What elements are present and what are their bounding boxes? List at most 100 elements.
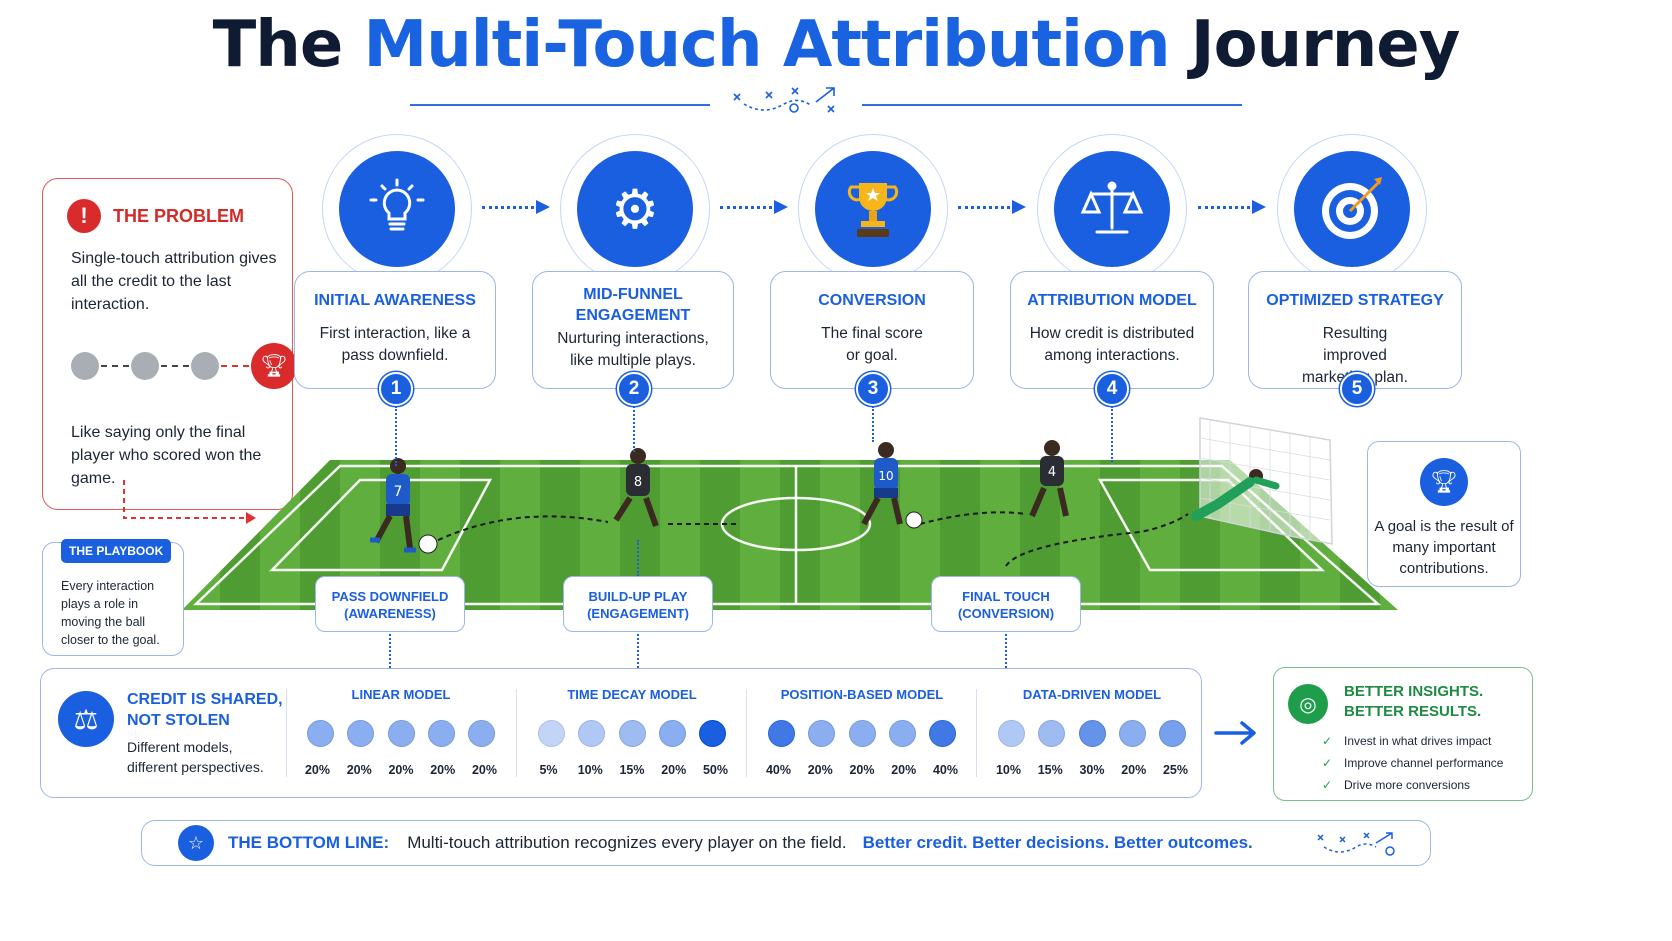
touchpoint-dot	[71, 352, 99, 380]
model-pct: 40%	[765, 763, 792, 777]
stage-description: Resulting improved marketing plan.	[1302, 325, 1408, 386]
model-pct: 20%	[891, 763, 917, 777]
stage-1-icon-badge	[322, 134, 472, 284]
title-rule-left	[410, 104, 710, 106]
model-pct: 20%	[388, 763, 414, 777]
player-number: 8	[634, 475, 642, 490]
credit-circle	[1159, 720, 1186, 747]
model-pct: 20%	[430, 763, 456, 777]
stage-description: How credit is distributed among interact…	[1029, 325, 1195, 364]
model-data-driven: DATA-DRIVEN MODEL 10% 15% 30% 20% 25%	[986, 687, 1198, 777]
player-number: 7	[394, 484, 403, 500]
playbook-panel: THE PLAYBOOK Every interaction plays a r…	[42, 539, 184, 656]
model-pct: 5%	[539, 763, 558, 777]
stage-card-2: MID-FUNNEL ENGAGEMENT Nurturing interact…	[532, 271, 734, 389]
connector-2	[633, 406, 635, 452]
stage-card-3: CONVERSION The final score or goal.	[770, 271, 974, 389]
model-pct: 15%	[1037, 763, 1063, 777]
problem-heading: THE PROBLEM	[113, 205, 245, 226]
stage-card-5: OPTIMIZED STRATEGY Resulting improved ma…	[1248, 271, 1462, 389]
field-label-line1: FINAL TOUCH	[962, 589, 1050, 604]
model-time-decay: TIME DECAY MODEL 5% 10% 15% 20% 50%	[526, 687, 738, 777]
connector-buildup	[637, 540, 639, 576]
credit-circle	[658, 720, 686, 747]
model-pct: 30%	[1079, 763, 1105, 777]
divider	[286, 689, 287, 777]
player-8: 8	[613, 448, 659, 528]
field-label-final: FINAL TOUCH (CONVERSION)	[931, 576, 1081, 632]
credit-circle	[307, 720, 334, 747]
credit-circle	[618, 720, 646, 747]
step-number-1: 1	[379, 372, 413, 406]
flow-arrow-3	[958, 200, 1026, 214]
credit-circle	[848, 720, 876, 747]
model-pct: 20%	[661, 763, 687, 777]
playbook-doodle-icon	[1317, 832, 1395, 856]
target-icon: ◎	[1288, 684, 1328, 724]
divider	[516, 689, 517, 777]
model-name: POSITION-BASED MODEL	[780, 687, 944, 702]
connector-4	[1111, 406, 1113, 462]
credit-circle	[808, 720, 836, 747]
credit-circle	[998, 720, 1025, 747]
model-circles	[295, 720, 507, 747]
playbook-tag: THE PLAYBOOK	[61, 539, 172, 563]
attribution-models-panel: ⚖︎ CREDIT IS SHARED, NOT STOLEN Differen…	[40, 668, 1202, 798]
divider	[976, 689, 977, 777]
scales-icon: ⚖︎	[58, 691, 114, 747]
credit-circle	[1078, 720, 1106, 747]
lightbulb-icon	[339, 151, 455, 267]
goal-note-panel: 🏆︎ A goal is the result of many importan…	[1367, 441, 1521, 587]
bottom-line-banner: ☆ THE BOTTOM LINE: Multi-touch attributi…	[141, 820, 1431, 866]
stage-5-icon-badge	[1277, 134, 1427, 284]
target-icon	[1294, 151, 1410, 267]
insight-item: Drive more conversions	[1322, 774, 1503, 796]
dashed-arrow-red	[221, 365, 249, 367]
model-percentages: 20% 20% 20% 20% 20%	[295, 763, 507, 777]
dashed-arrow	[101, 365, 129, 367]
credit-circle	[929, 720, 956, 747]
stage-title: MID-FUNNEL ENGAGEMENT	[575, 286, 691, 324]
problem-analogy: Like saying only the final player who sc…	[71, 424, 262, 487]
title-part2: Journey	[1169, 8, 1461, 82]
model-pct: 20%	[807, 763, 833, 777]
model-percentages: 40% 20% 20% 20% 40%	[756, 763, 968, 777]
model-pct: 10%	[577, 763, 603, 777]
credit-description: Different models, different perspectives…	[127, 739, 264, 775]
player-number: 4	[1048, 465, 1056, 480]
page-title: The Multi-Touch Attribution Journey	[0, 8, 1672, 82]
problem-description: Single-touch attribution gives all the c…	[71, 250, 277, 313]
trophy-icon	[815, 151, 931, 267]
credit-circle	[427, 720, 455, 747]
insights-list: Invest in what drives impact Improve cha…	[1322, 730, 1503, 796]
trophy-icon: 🏆︎	[251, 343, 297, 389]
flow-arrow-1	[482, 200, 550, 214]
credit-circle	[578, 720, 606, 747]
model-pct: 20%	[346, 763, 372, 777]
connector-1	[395, 406, 397, 466]
model-pct: 20%	[471, 763, 498, 777]
credit-circle	[699, 720, 726, 747]
credit-circle	[538, 720, 565, 747]
problem-to-field-arrow	[123, 480, 256, 524]
playbook-doodle-icon	[733, 87, 835, 113]
scales-icon	[1054, 151, 1170, 267]
field-label-line1: BUILD-UP PLAY	[588, 589, 688, 604]
bottom-line-message: Multi-touch attribution recognizes every…	[407, 833, 847, 852]
stage-description: Nurturing interactions, like multiple pl…	[557, 330, 709, 369]
step-number-3: 3	[856, 372, 890, 406]
field-label-pass: PASS DOWNFIELD (AWARENESS)	[315, 576, 465, 632]
model-pct: 25%	[1162, 763, 1189, 777]
stage-3-icon-badge	[798, 134, 948, 284]
model-pct: 10%	[995, 763, 1022, 777]
model-pct: 20%	[1121, 763, 1147, 777]
title-highlight: Multi-Touch Attribution	[363, 8, 1171, 82]
step-number-2: 2	[617, 372, 651, 406]
credit-circle	[347, 720, 375, 747]
stage-description: The final score or goal.	[821, 325, 923, 364]
model-name: LINEAR MODEL	[351, 687, 451, 702]
credit-circle	[387, 720, 415, 747]
field-label-buildup: BUILD-UP PLAY (ENGAGEMENT)	[563, 576, 713, 632]
exclamation-icon: !	[67, 199, 101, 233]
bottom-line-tagline: Better credit. Better decisions. Better …	[862, 833, 1253, 852]
